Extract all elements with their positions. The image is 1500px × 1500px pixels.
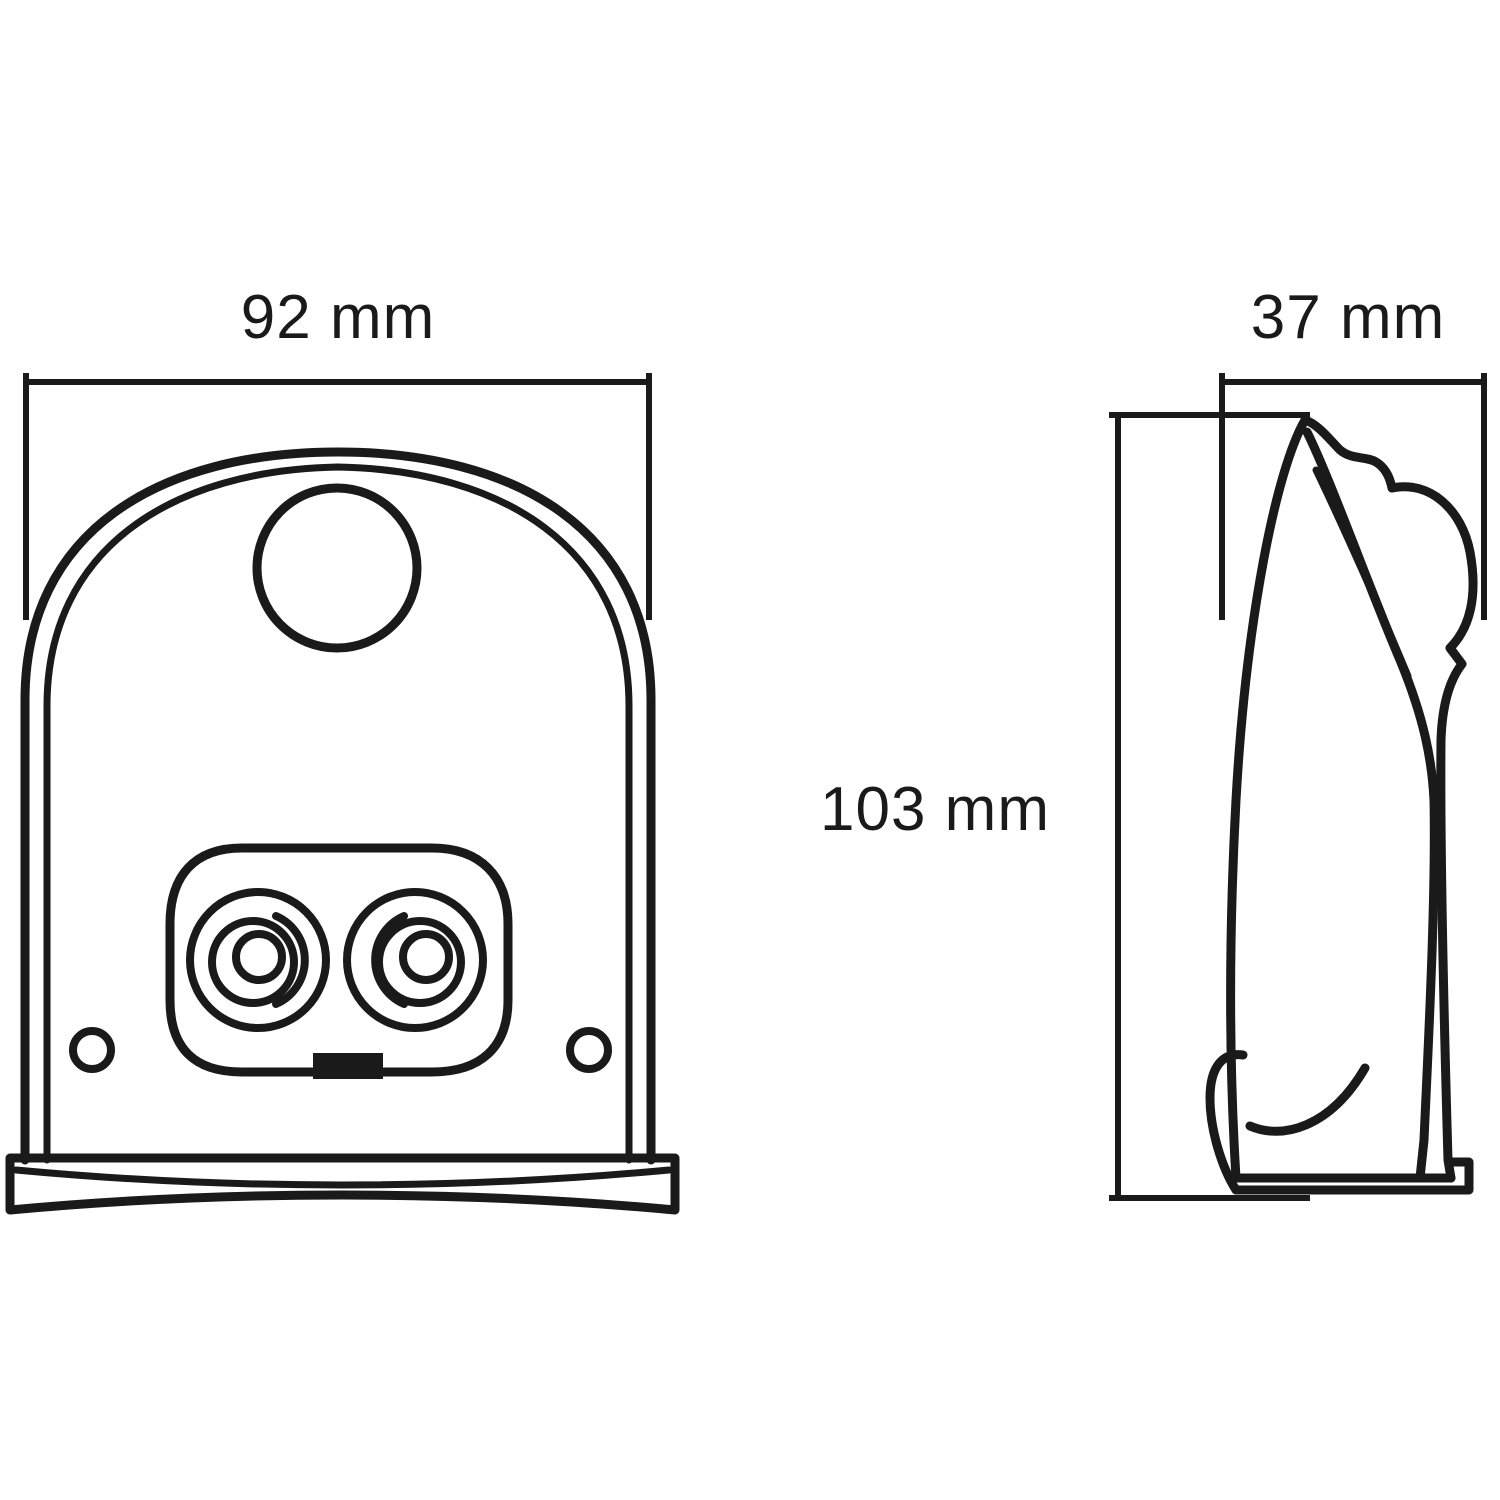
lens-circle [252, 483, 422, 653]
arched-housing-inner-outline [43, 463, 633, 1164]
side-profile-front-face [1226, 415, 1456, 1183]
dimension-label-width: 92 mm [241, 283, 435, 352]
side-foot-inner-curve [1245, 1063, 1370, 1136]
mounting-hole-left [69, 1027, 115, 1073]
terminal-right-inner-ring [399, 930, 453, 984]
side-view [1109, 373, 1487, 1201]
terminal-left-middle-ring [208, 917, 298, 1007]
terminal-left-arc [272, 912, 309, 1008]
side-profile-dome-bulge [1387, 482, 1478, 653]
side-profile-inner-contour-parallel [1312, 466, 1412, 680]
connector-block [165, 843, 513, 1077]
side-base-plate [1231, 1157, 1474, 1195]
front-view [5, 373, 680, 1215]
side-profile-rear-face [1436, 643, 1467, 1183]
terminal-left [186, 888, 330, 1032]
dimension-height-103mm [1109, 412, 1310, 1201]
dimension-label-height: 103 mm [820, 775, 1050, 844]
arched-housing-outer-outline [20, 447, 656, 1165]
terminal-right-outer-ring [343, 888, 487, 1032]
terminal-right-arc [371, 912, 408, 1008]
base-flange [5, 1153, 680, 1215]
terminal-right [343, 888, 487, 1032]
base-flange-inner-edge [12, 1166, 673, 1189]
mounting-hole-right [566, 1027, 612, 1073]
terminal-left-inner-ring [232, 930, 286, 984]
locking-tab [313, 1053, 383, 1079]
dimension-label-depth: 37 mm [1251, 283, 1445, 352]
side-profile-top-step [1300, 415, 1397, 493]
side-foot-hook [1205, 1050, 1248, 1195]
terminal-left-outer-ring [186, 888, 330, 1032]
dimension-width-92mm [23, 373, 652, 620]
